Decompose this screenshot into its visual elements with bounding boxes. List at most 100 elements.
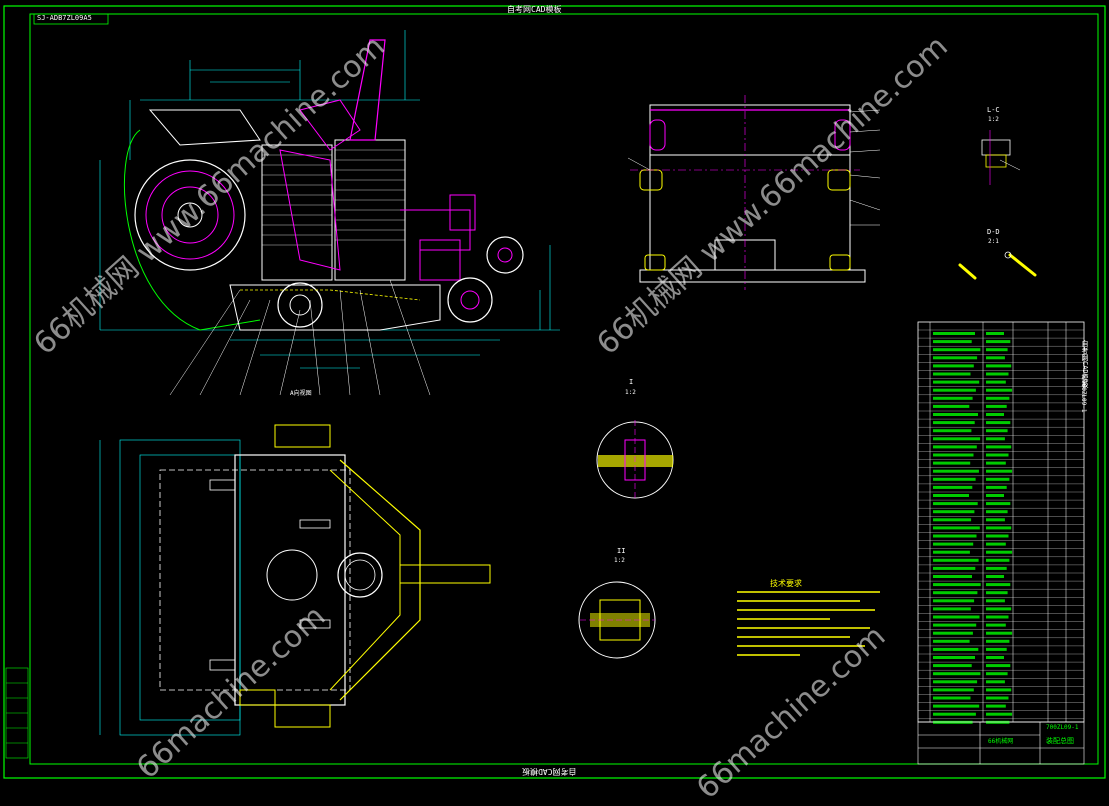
bom-text-stroke [986, 623, 1006, 627]
bom-text-stroke [986, 388, 1013, 392]
bom-text-stroke [933, 647, 979, 651]
revision-block [5, 667, 29, 759]
bom-text-stroke [986, 518, 1005, 522]
bom-text-stroke [933, 372, 971, 376]
bom-text-stroke [986, 421, 1011, 425]
bom-text-stroke [933, 518, 972, 522]
label-detail-ii-scale: 1:2 [614, 557, 625, 564]
cad-drawing [3, 5, 1106, 779]
bom-text-stroke [986, 558, 1010, 562]
bom-text-stroke [933, 453, 974, 457]
bom-text-stroke [986, 575, 1004, 578]
bom-text-stroke [986, 429, 1008, 433]
bom-text-stroke [986, 348, 1008, 352]
bom-text-stroke [986, 696, 1009, 700]
title-block-unit: 66机械网 [988, 738, 1014, 745]
bom-text-stroke [933, 575, 972, 578]
bom-text-stroke [933, 656, 975, 659]
bom-text-stroke [933, 534, 977, 538]
tech-req-lines [737, 591, 880, 656]
title-block [917, 721, 1085, 765]
bom-text-stroke [986, 526, 1012, 530]
bom-text-stroke [933, 558, 979, 562]
plan-view [99, 424, 491, 736]
bom-text-stroke [986, 437, 1005, 441]
bom-text-stroke [933, 664, 972, 668]
label-d-d: D-D [987, 228, 1000, 236]
bom-text-stroke [986, 615, 1009, 619]
bom-text-stroke [933, 623, 977, 627]
bom-text-stroke [933, 437, 981, 441]
bom-text-stroke [986, 550, 1013, 554]
bom-text-stroke [986, 340, 1011, 344]
label-l-c-scale: 1:2 [988, 116, 999, 123]
top-left-code-box [33, 13, 109, 25]
label-detail-ii: II [617, 547, 626, 555]
bom-text-stroke [933, 502, 978, 506]
bom-text-stroke [986, 631, 1013, 635]
section-l-c [981, 130, 1021, 185]
large-wheel-outline [134, 159, 246, 271]
bom-text-stroke [933, 615, 980, 619]
outer-frame [3, 5, 1106, 779]
bom-text-stroke [933, 404, 970, 408]
bom-text-stroke [986, 599, 1005, 603]
bom-text-stroke [986, 583, 1011, 587]
bom-text-stroke [933, 526, 980, 530]
bom-text-stroke [986, 680, 1005, 684]
inner-frame [29, 13, 1099, 765]
bom-text-stroke [933, 364, 974, 368]
bom-text-stroke [986, 534, 1009, 538]
bom-text-stroke [933, 550, 970, 554]
detail-i [596, 420, 674, 500]
top-title: 自考网CAD模板 [507, 5, 562, 14]
bom-text-stroke [986, 639, 1010, 643]
parts-list [917, 321, 1085, 724]
bom-text-stroke [933, 340, 972, 344]
bom-text-stroke [986, 542, 1006, 546]
bom-text-stroke [986, 396, 1010, 400]
bom-text-stroke [986, 510, 1008, 514]
bom-text-stroke [986, 656, 1004, 659]
bom-text-stroke [933, 510, 975, 514]
right-vertical-code: 700ZL09-1 [1080, 380, 1087, 413]
bom-text-stroke [933, 688, 974, 692]
bom-text-stroke [933, 461, 971, 465]
bom-text-stroke [933, 583, 981, 587]
bom-text-stroke [986, 485, 1007, 489]
bom-text-stroke [986, 332, 1004, 335]
bom-text-stroke [933, 712, 976, 716]
bom-text-stroke [933, 591, 978, 595]
bom-text-stroke [933, 396, 973, 400]
bom-text-stroke [986, 566, 1007, 570]
side-view [99, 30, 560, 396]
bom-text-stroke [986, 712, 1013, 716]
bom-text-stroke [986, 664, 1011, 668]
bom-text-stroke [933, 421, 975, 425]
section-d-d [958, 251, 1037, 280]
title-block-name: 装配总图 [1046, 737, 1074, 745]
bom-text-stroke [933, 704, 980, 708]
rear-view [627, 95, 881, 290]
bom-text-stroke [986, 672, 1008, 676]
label-l-c: L-C [987, 106, 1000, 114]
bom-text-stroke [986, 413, 1004, 416]
bom-text-stroke [986, 380, 1006, 384]
bom-text-stroke [986, 445, 1012, 449]
bom-text-stroke [933, 356, 978, 360]
bom-text-stroke [986, 364, 1012, 368]
bom-text-stroke [933, 332, 975, 335]
bom-text-stroke [986, 453, 1009, 457]
bottom-title: 自考网CAD模板 [522, 767, 577, 776]
bom-text-stroke [933, 542, 974, 546]
bom-text-stroke [933, 477, 976, 481]
tech-req-title: 技术要求 [770, 579, 802, 588]
bom-text-stroke [986, 647, 1007, 651]
bom-text-stroke [986, 502, 1011, 506]
bom-text-stroke [933, 469, 979, 473]
bom-text-stroke [986, 704, 1006, 708]
bom-text-stroke [933, 494, 969, 497]
bom-text-stroke [933, 696, 971, 700]
title-block-code: 700ZL09-1 [1046, 724, 1079, 731]
label-detail-i-scale: 1:2 [625, 389, 636, 396]
